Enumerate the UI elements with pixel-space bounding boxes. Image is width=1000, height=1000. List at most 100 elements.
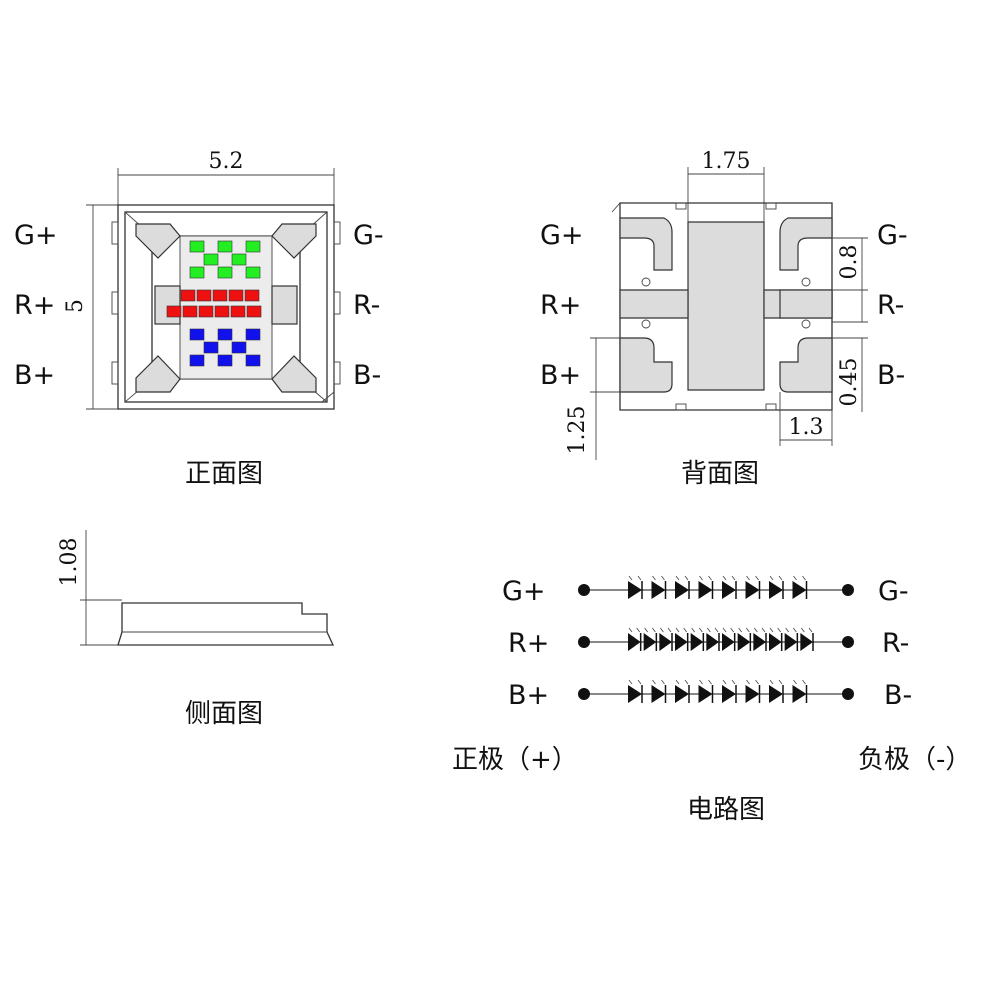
green-chip	[231, 253, 247, 266]
blue-chip	[203, 341, 219, 354]
diode-symbol	[628, 575, 643, 599]
red-chip	[212, 289, 228, 302]
front-pin-g-minus: G-	[353, 220, 384, 251]
back-pin-g-minus: G-	[877, 220, 908, 251]
anode-terminal-dot	[578, 688, 590, 700]
back-view-caption: 背面图	[681, 459, 759, 489]
front-height-label: 5	[63, 299, 88, 313]
diode-symbol	[643, 627, 658, 651]
diode-symbol	[722, 679, 737, 703]
anode-label: 正极（+）	[452, 745, 578, 775]
green-chip	[245, 266, 261, 279]
front-pin-r-minus: R-	[353, 290, 380, 321]
blue-chip	[231, 341, 247, 354]
diode-symbol	[737, 627, 752, 651]
back-pin-b-minus: B-	[877, 360, 905, 391]
red-chip	[230, 305, 246, 318]
front-pin-b-plus: B+	[14, 360, 55, 391]
green-chip	[189, 240, 205, 253]
back-dim-1-3: 1.3	[789, 415, 824, 440]
back-dim-0-8: 0.8	[837, 245, 862, 280]
side-view: 1.08 侧面图	[57, 530, 335, 729]
blue-chip	[245, 354, 261, 367]
diode-symbol	[745, 575, 761, 599]
diode-symbol	[784, 627, 799, 651]
diode-symbol	[690, 627, 705, 651]
circuit-label-g-plus: G+	[502, 576, 546, 607]
diode-symbol	[675, 627, 689, 651]
green-chip	[203, 253, 219, 266]
side-height-dimension: 1.08	[57, 530, 122, 646]
red-chip	[166, 305, 182, 318]
diode-symbol	[628, 627, 642, 651]
red-chip	[228, 289, 244, 302]
green-chip-array	[189, 240, 261, 279]
diode-symbol	[722, 627, 736, 651]
red-chip	[198, 305, 214, 318]
red-chip	[180, 289, 196, 302]
diode-symbol	[753, 627, 767, 651]
red-chip	[196, 289, 212, 302]
back-right-dimensions: 0.8 0.45	[832, 237, 868, 412]
back-package-body	[611, 202, 833, 411]
side-view-caption: 侧面图	[185, 699, 263, 729]
anode-terminal-dot	[578, 636, 590, 648]
circuit-label-g-minus: G-	[878, 576, 909, 607]
side-height-label: 1.08	[57, 538, 82, 587]
front-height-dimension: 5	[63, 204, 118, 410]
back-left-dimension: 1.25	[565, 337, 620, 460]
diode-symbol	[769, 575, 784, 599]
diode-symbol	[659, 627, 673, 651]
diode-symbol	[651, 679, 667, 703]
diode-symbol	[675, 575, 690, 599]
circuit-rows	[578, 575, 854, 703]
cathode-label: 负极（-）	[858, 745, 971, 775]
cathode-terminal-dot	[842, 584, 854, 596]
circuit-diagram: G+ G- R+ R- B+ B- 正极（+） 负极（-） 电路图	[452, 575, 971, 825]
diode-symbol	[675, 679, 690, 703]
back-dim-1-25: 1.25	[565, 406, 590, 455]
cathode-terminal-dot	[842, 636, 854, 648]
diode-symbol	[769, 679, 784, 703]
side-package-body	[117, 602, 335, 646]
blue-chip	[189, 354, 205, 367]
circuit-label-r-minus: R-	[882, 628, 909, 659]
back-pin-r-minus: R-	[877, 290, 904, 321]
back-pin-b-plus: B+	[540, 360, 581, 391]
back-dim-0-45: 0.45	[837, 358, 862, 407]
front-pin-g-plus: G+	[14, 220, 58, 251]
back-center-width-dimension: 1.75	[687, 149, 765, 222]
front-pin-r-plus: R+	[14, 290, 55, 321]
diode-symbol	[628, 679, 643, 703]
anode-terminal-dot	[578, 584, 590, 596]
diode-symbol	[651, 575, 667, 599]
diode-symbol	[698, 679, 714, 703]
diode-symbol	[792, 679, 808, 703]
red-chip	[246, 305, 262, 318]
back-view: 1.75	[540, 149, 908, 489]
back-pin-r-plus: R+	[540, 290, 581, 321]
red-chip	[214, 305, 230, 318]
diode-symbol	[745, 679, 761, 703]
front-view-caption: 正面图	[185, 459, 263, 489]
diode-symbol	[698, 575, 714, 599]
green-chip	[189, 266, 205, 279]
blue-chip-array	[189, 328, 261, 367]
circuit-label-r-plus: R+	[508, 628, 549, 659]
red-chip-array	[166, 289, 262, 318]
diode-symbol	[722, 575, 737, 599]
diode-symbol	[706, 627, 720, 651]
blue-chip	[217, 328, 233, 341]
front-pin-b-minus: B-	[353, 360, 381, 391]
blue-chip	[217, 354, 233, 367]
red-chip	[182, 305, 198, 318]
green-chip	[217, 266, 233, 279]
diode-symbol	[792, 575, 808, 599]
red-chip	[244, 289, 260, 302]
circuit-label-b-minus: B-	[884, 680, 912, 711]
green-chip	[245, 240, 261, 253]
back-dim-1-75: 1.75	[702, 149, 751, 174]
back-bottom-dimension: 1.3	[779, 392, 833, 446]
front-view: 5.2 5	[14, 149, 384, 489]
